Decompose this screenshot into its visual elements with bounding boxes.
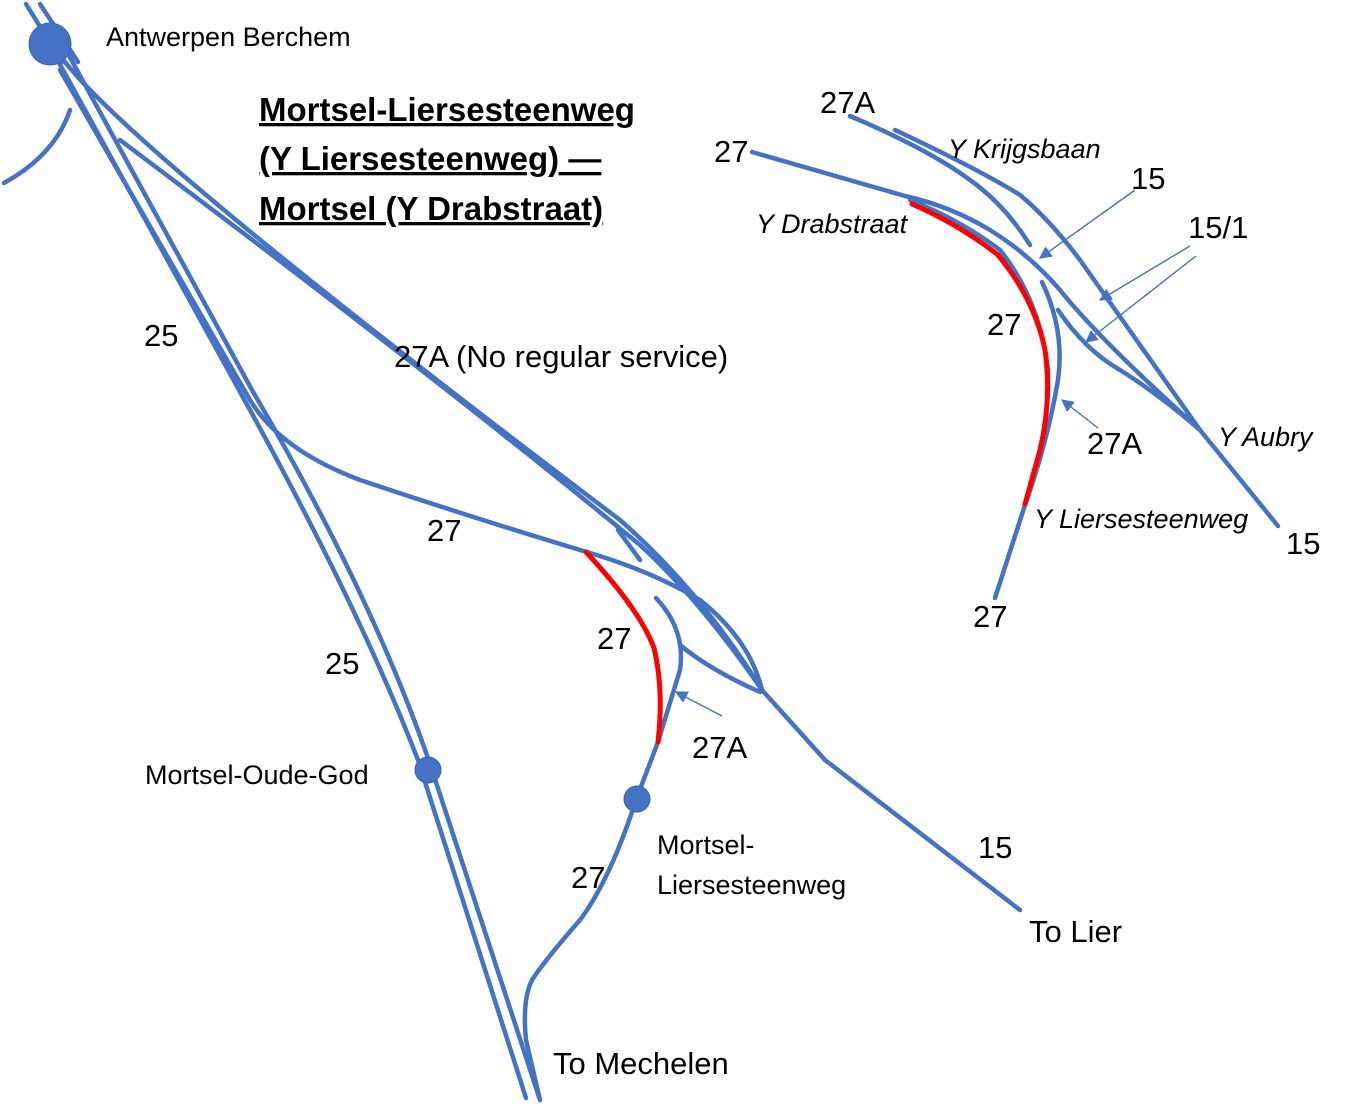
label-inset-y-krijgsbaan: Y Krijgsbaan xyxy=(948,134,1101,164)
title-line-1: Mortsel-Liersesteenweg xyxy=(259,91,635,128)
label-mortsel-liersesteenweg-1: Mortsel- xyxy=(657,830,755,860)
label-inset-27-bottom: 27 xyxy=(973,599,1007,634)
station-mortsel-liersesteenweg xyxy=(623,785,651,813)
label-inset-15-1: 15/1 xyxy=(1188,210,1248,245)
label-main-27-lower: 27 xyxy=(571,860,605,895)
inset-track-15-bottom xyxy=(1197,427,1281,529)
label-to-mechelen: To Mechelen xyxy=(553,1046,729,1081)
label-inset-y-drabstraat: Y Drabstraat xyxy=(756,209,909,239)
track-line-15 xyxy=(117,137,1023,913)
label-mortsel-liersesteenweg-2: Liersesteenweg xyxy=(657,870,846,900)
label-main-15: 15 xyxy=(978,830,1012,865)
label-inset-y-liersesteenweg: Y Liersesteenweg xyxy=(1034,504,1248,534)
label-mortsel-oude-god: Mortsel-Oude-God xyxy=(145,760,369,790)
label-inset-27-red: 27 xyxy=(987,307,1021,342)
label-main-27-upper: 27 xyxy=(427,513,461,548)
label-inset-15-top: 15 xyxy=(1131,161,1165,196)
inset-track-27a-top xyxy=(847,113,1033,248)
label-inset-15-bottom: 15 xyxy=(1286,526,1320,561)
pointer-inset-27a xyxy=(1061,399,1099,429)
inset-track-27a-loop xyxy=(1022,279,1062,508)
track-connector-stub xyxy=(615,527,643,563)
inset-track-27a-outer xyxy=(892,127,1203,433)
highlight-inset-section xyxy=(909,201,1051,507)
pointer-main-27a xyxy=(674,691,723,717)
label-antwerpen-berchem: Antwerpen Berchem xyxy=(106,22,351,52)
track-line-27a-curve xyxy=(653,595,684,745)
label-inset-y-aubry: Y Aubry xyxy=(1218,422,1314,452)
label-main-25-upper: 25 xyxy=(144,318,178,353)
title-line-3: Mortsel (Y Drabstraat) xyxy=(259,190,603,227)
highlight-main-section xyxy=(583,549,663,745)
label-main-25-lower: 25 xyxy=(325,646,359,681)
label-inset-27-left: 27 xyxy=(714,134,748,169)
label-inset-27a-pointer: 27A xyxy=(1087,426,1142,461)
track-line-25-west xyxy=(49,47,529,1101)
track-line-15-1 xyxy=(677,642,763,695)
station-antwerpen-berchem xyxy=(28,22,72,66)
inset-track-15-1 xyxy=(1055,307,1203,433)
label-main-27-red: 27 xyxy=(597,621,631,656)
station-mortsel-oude-god xyxy=(414,756,442,784)
label-main-27a-pointer: 27A xyxy=(692,730,747,765)
track-line-27-south xyxy=(522,739,661,1103)
label-inset-27a-top: 27A xyxy=(820,85,875,120)
label-to-lier: To Lier xyxy=(1029,914,1122,949)
title-line-2: (Y Liersesteenweg) — xyxy=(259,140,601,177)
pointer-inset-15-1-a xyxy=(1098,245,1191,301)
pointer-inset-15 xyxy=(1038,189,1136,259)
track-line-27 xyxy=(57,67,765,693)
pointer-inset-15-1-b xyxy=(1085,255,1197,343)
track-left-curve xyxy=(1,107,73,186)
inset-track-27-left xyxy=(749,149,1203,433)
main-map-tracks xyxy=(1,1,1023,1103)
label-main-27a: 27A (No regular service) xyxy=(394,339,728,374)
